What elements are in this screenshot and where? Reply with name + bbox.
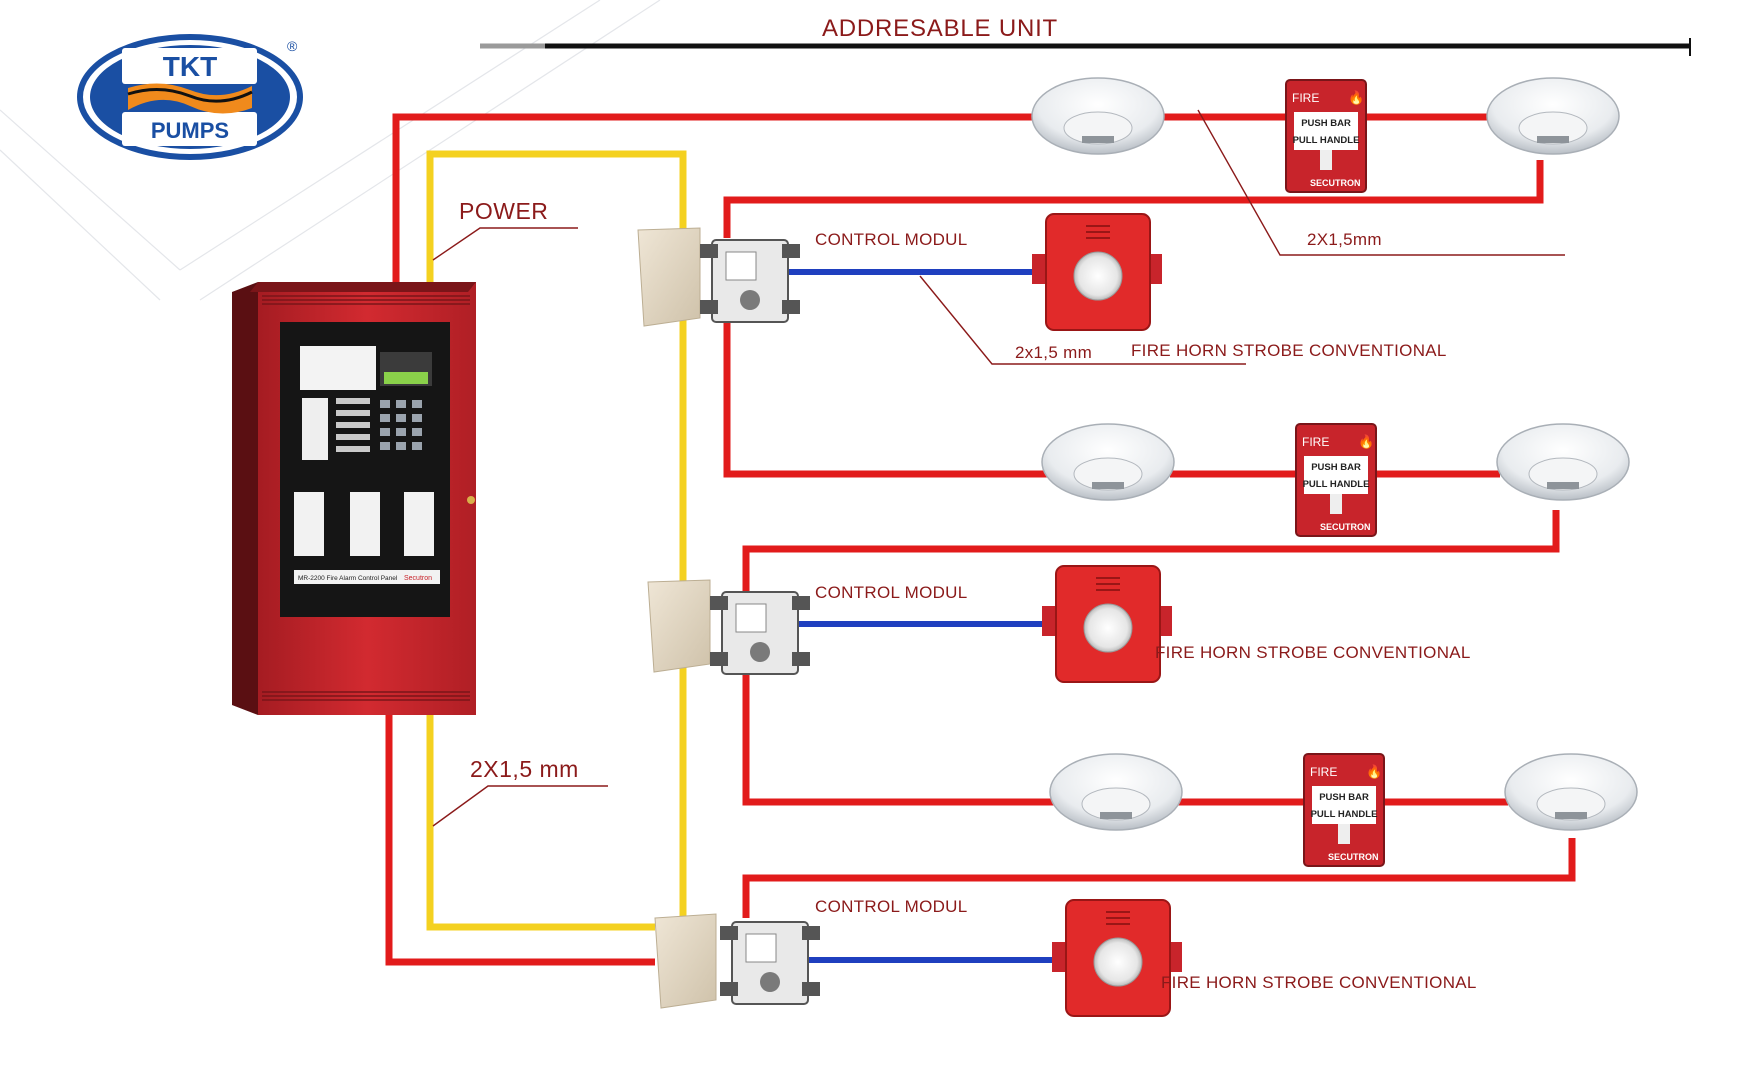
loop-cable-label: 2X1,5 mm bbox=[470, 756, 579, 782]
smoke-detector-1a bbox=[1031, 77, 1165, 155]
horn-strobe-2-label: FIRE HORN STROBE CONVENTIONAL bbox=[1155, 643, 1471, 662]
horn-strobe-1-label: FIRE HORN STROBE CONVENTIONAL bbox=[1131, 341, 1447, 360]
flame-icon: 🔥 bbox=[1366, 764, 1382, 779]
pull-station-pull-label: PULL HANDLE bbox=[1303, 479, 1370, 490]
flame-icon: 🔥 bbox=[1358, 434, 1374, 449]
header-title: ADDRESABLE UNIT bbox=[822, 15, 1058, 42]
flame-icon: 🔥 bbox=[1348, 90, 1364, 105]
pull-station-pull-label: PULL HANDLE bbox=[1293, 135, 1360, 146]
logo-line2: PUMPS bbox=[151, 118, 229, 143]
module-labels: CONTROL MODUL FIRE HORN STROBE CONVENTIO… bbox=[815, 230, 1477, 992]
control-module-1 bbox=[637, 227, 800, 327]
smoke-detector-1b bbox=[1486, 77, 1620, 155]
blue-horn-wires bbox=[787, 269, 1055, 963]
header: ADDRESABLE UNIT bbox=[480, 15, 1691, 56]
logo-registered-mark: ® bbox=[287, 38, 298, 54]
pull-station-fire-label: FIRE bbox=[1302, 435, 1329, 449]
pull-station-push-label: PUSH BAR bbox=[1319, 792, 1369, 803]
loop-cable-label-group: 2X1,5 mm bbox=[432, 756, 608, 827]
control-module-2 bbox=[647, 579, 810, 675]
control-module-1-label: CONTROL MODUL bbox=[815, 230, 968, 249]
detector-cable-label: 2X1,5mm bbox=[1307, 230, 1382, 249]
manual-pull-station-2: FIRE 🔥 PUSH BAR PULL HANDLE SECUTRON bbox=[1295, 423, 1377, 537]
yellow-power-wires bbox=[426, 150, 687, 1002]
background-lines bbox=[0, 0, 661, 301]
horn-strobe-2 bbox=[1042, 565, 1172, 683]
pull-station-fire-label: FIRE bbox=[1310, 765, 1337, 779]
pull-station-push-label: PUSH BAR bbox=[1311, 462, 1361, 473]
fire-alarm-control-panel: MR-2200 Fire Alarm Control Panel Secutro… bbox=[232, 282, 476, 715]
smoke-detector-3b bbox=[1504, 753, 1638, 831]
tkt-pumps-logo: TKT PUMPS ® bbox=[77, 34, 303, 160]
pull-station-push-label: PUSH BAR bbox=[1301, 118, 1351, 129]
panel-brand: Secutron bbox=[404, 575, 432, 582]
pull-station-brand: SECUTRON bbox=[1328, 852, 1379, 862]
horn-strobe-3-label: FIRE HORN STROBE CONVENTIONAL bbox=[1161, 973, 1477, 992]
horn-strobe-1 bbox=[1032, 213, 1162, 331]
power-label: POWER bbox=[459, 198, 548, 224]
smoke-detector-2a bbox=[1041, 423, 1175, 501]
detector-cable-label-group: 2X1,5mm bbox=[1197, 109, 1565, 256]
horn-cable-label-group: 2x1,5 mm bbox=[919, 275, 1246, 365]
control-module-2-label: CONTROL MODUL bbox=[815, 583, 968, 602]
red-loop-wires bbox=[385, 113, 1576, 966]
horn-strobe-3 bbox=[1052, 899, 1182, 1017]
logo-line1: TKT bbox=[163, 51, 217, 82]
control-module-3 bbox=[654, 913, 820, 1009]
panel-caption: MR-2200 Fire Alarm Control Panel bbox=[298, 575, 398, 582]
smoke-detector-3a bbox=[1049, 753, 1183, 831]
control-module-3-label: CONTROL MODUL bbox=[815, 897, 968, 916]
power-label-group: POWER bbox=[432, 198, 578, 261]
pull-station-fire-label: FIRE bbox=[1292, 91, 1319, 105]
manual-pull-station-3: FIRE 🔥 PUSH BAR PULL HANDLE SECUTRON bbox=[1303, 753, 1385, 867]
pull-station-brand: SECUTRON bbox=[1320, 522, 1371, 532]
pull-station-brand: SECUTRON bbox=[1310, 178, 1361, 188]
smoke-detector-2b bbox=[1496, 423, 1630, 501]
pull-station-pull-label: PULL HANDLE bbox=[1311, 809, 1378, 820]
horn-cable-label: 2x1,5 mm bbox=[1015, 343, 1092, 362]
manual-pull-station-1: FIRE 🔥 PUSH BAR PULL HANDLE SECUTRON bbox=[1285, 79, 1367, 193]
